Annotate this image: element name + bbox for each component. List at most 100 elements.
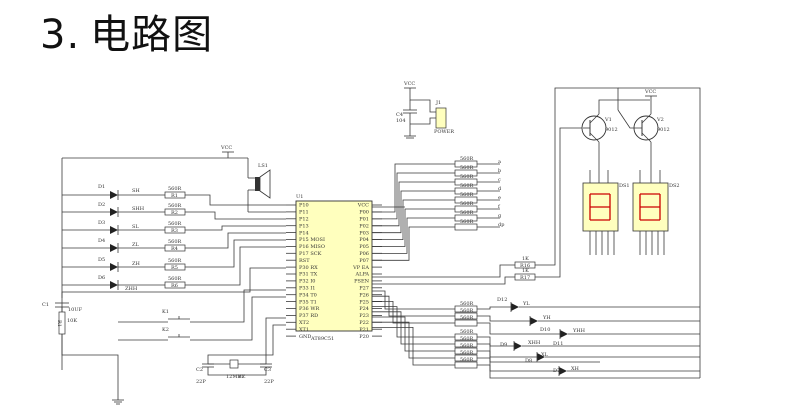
vcc-label-top: VCC [220,145,232,151]
segment-net-label: dp [498,222,504,228]
led-wire [372,295,455,317]
led-wire [477,315,530,322]
led-wire [477,364,600,379]
mcu-pin-label: P27 [359,286,369,292]
mcu-pin-label: P37 RD [299,313,318,319]
led-ref: D3 [98,220,105,226]
led-ref: D9 [500,342,507,348]
resistor-ref: R2 [171,210,178,216]
mcu-pin-label: XT2 [299,320,309,326]
segment-net-label: d [498,186,502,192]
led-resistor-value: 560R [460,357,474,363]
mcu-pin-label: P17 SCK [299,251,322,257]
resistor-ref: R6 [171,283,178,289]
led-d2: D2 SHH [98,202,165,217]
key-ref: K1 [162,309,169,315]
mcu-pin-label: P25 [359,299,369,305]
mcu-pin-label: P10 [299,203,309,209]
led-net: ZL [132,242,139,248]
segment-resistor-value: 560R [460,174,474,180]
led-wire [372,326,455,366]
mcu-pin-label: P04 [359,237,369,243]
mcu-pin-label: P03 [359,230,369,236]
resistor-ref: R4 [171,246,178,252]
mcu-pin-label: P33 I1 [299,286,315,292]
power-cap-ref: C4 [396,112,403,118]
mcu-pin-label: P24 [359,306,369,312]
mcu-pin-label: P07 [359,258,369,264]
mcu-pin-label: P11 [299,210,309,216]
segment-wire [372,163,455,213]
led-ref: D5 [98,257,105,263]
crystal-cap-value: 22P [264,379,274,385]
page-heading: 3.电路图 [40,2,213,60]
mcu-pin-label: P31 TX [299,272,318,278]
led-d11: D11 YHH [553,328,700,347]
segment-resistor-value: 560R [460,219,474,225]
transistor-v1: V1 9012 [581,99,650,170]
crystal-value: 12MHZ [226,374,246,380]
led-wire [477,322,560,335]
mcu-ref: U1 [296,194,303,200]
base-res-value: 1K [522,256,529,262]
led-wire [477,343,537,358]
led-resistor-value: 560R [460,308,474,314]
power-cap-value: 104 [396,118,406,124]
segment-net-label: e [498,195,501,201]
led-net: XH [571,366,580,372]
mcu-name: AT89C51 [310,336,334,342]
led-d1: D1 SH [98,184,165,200]
led-d7: D7 XH [553,366,700,376]
speaker-ref: LS1 [258,163,268,169]
crystal-ref: Y1 [237,374,244,380]
led-d10: D10 YH [529,315,700,333]
mcu-pin-label: P01 [359,217,369,223]
resistor-value: 560R [168,258,182,264]
mcu-pin-label: P23 [359,313,369,319]
mcu-pin-label: P30 RX [299,265,318,271]
mcu-pin-label: P36 WR [299,306,319,312]
right-led-group: D12 YL D10 YH D11 YHH D9 XHH D8 XL [497,258,701,379]
led-net: SH [132,188,140,194]
vcc-label-transistor: VCC [644,89,656,95]
segment-net-label: a [498,159,501,165]
led-net: SHH [132,206,145,212]
mcu-pin-label: P05 [359,244,369,250]
reset-cap-value: 10UF [68,307,83,313]
led-net: XL [541,352,549,358]
mcu-pin-label: XT1 [299,327,309,333]
display-ds2: DS2 [632,170,680,255]
power-input-ref: J1 [435,100,441,106]
display-ref: DS1 [619,183,630,189]
led-d5: D5 ZH [98,257,165,272]
power-input: VCC J1 POWER C4 104 [396,81,454,139]
key-ref: K2 [162,327,169,333]
mcu-pin-label: VCC [357,203,369,209]
segment-net-label: c [498,177,501,183]
led-d9: D9 XHH [500,340,700,351]
mcu-pin-label: P12 [299,217,309,223]
resistor-ref: R5 [171,265,178,271]
led-ref: D11 [553,341,563,347]
led-ref: D2 [98,202,105,208]
heading-number: 3. [40,12,81,58]
resistor-value: 560R [168,186,182,192]
power-input-label: POWER [434,129,454,135]
led-wire [372,306,455,338]
led-d8: D8 XL [525,352,700,364]
transistor-type: 9012 [657,127,670,133]
segment-wire [372,181,455,227]
resistor-ref: R1 [171,193,178,199]
led-d6: D6 ZHH [98,275,165,292]
mcu-pin-label: PSEN [354,279,369,285]
resistor-value: 560R [168,276,182,282]
led-wire [477,357,600,363]
transistor-type: 9012 [605,127,618,133]
resistor-ref: R3 [171,228,178,234]
mcu-pin-label: P02 [359,223,369,229]
led-wire [477,336,514,347]
led-ref: D4 [98,238,105,244]
segment-resistor-value: 560R [460,210,474,216]
